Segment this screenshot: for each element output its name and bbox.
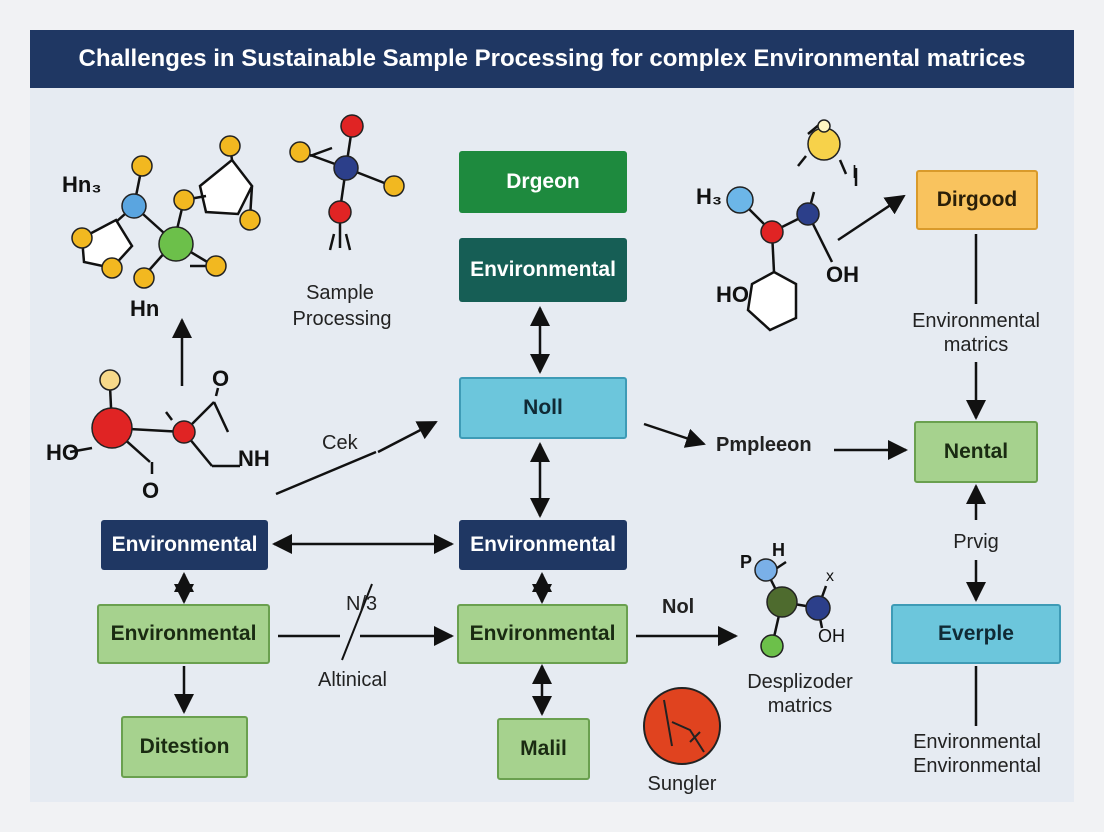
- label-nol: Nol: [662, 596, 695, 618]
- label-env-matrics-1: Environmental: [912, 310, 1040, 332]
- label-sungler: Sungler: [647, 773, 717, 795]
- label-pmpleeon: Pmpleeon: [716, 434, 812, 456]
- box-noll: Noll: [459, 377, 627, 439]
- label-cek: Cek: [322, 432, 358, 454]
- label-desplizoder-2: matrics: [767, 695, 833, 717]
- box-dirgood: Dirgood: [916, 170, 1038, 230]
- box-environmental-left-green: Environmental: [97, 604, 270, 664]
- label-prvig: Prvig: [953, 531, 999, 553]
- label-altinical: Altinical: [318, 669, 387, 691]
- chem-h-small: H: [772, 540, 785, 560]
- chem-h3: H₃: [696, 184, 723, 209]
- box-environmental-top: Environmental: [459, 238, 627, 302]
- diagram-title: Challenges in Sustainable Sample Process…: [78, 45, 1026, 72]
- label-env-matrics-2: matrics: [943, 334, 1009, 356]
- label-env-env-1: Environmental: [913, 731, 1041, 753]
- box-drgeon: Drgeon: [459, 151, 627, 213]
- box-environmental-center-green: Environmental: [457, 604, 628, 664]
- box-malil: Malil: [497, 718, 590, 780]
- chem-i-small: I: [852, 162, 858, 182]
- chem-o-top: O: [212, 366, 230, 391]
- chem-p-small: P: [740, 552, 753, 572]
- arrow-mol-dirgood: [837, 194, 906, 242]
- chem-nh: NH: [238, 446, 270, 471]
- sungler-disc: [643, 687, 721, 765]
- box-environmental-center: Environmental: [459, 520, 627, 570]
- n3-slash: [341, 583, 373, 661]
- chem-oh-right: OH: [826, 262, 859, 287]
- box-nental: Nental: [914, 421, 1038, 483]
- chem-hn-mid: Hn: [130, 296, 160, 321]
- title-bar: Challenges in Sustainable Sample Process…: [30, 30, 1074, 88]
- chem-x-small: x: [826, 568, 834, 585]
- molecule-top-left-atoms: [71, 135, 261, 289]
- label-env-env-2: Environmental: [913, 755, 1041, 777]
- box-environmental-left: Environmental: [101, 520, 268, 570]
- arrow-cek-2: [377, 420, 438, 454]
- chem-hn-top: Hn₃: [62, 172, 102, 197]
- molecule-sample: [301, 127, 393, 251]
- label-n3: N/3: [346, 593, 378, 615]
- label-processing: Processing: [292, 308, 392, 330]
- box-everple: Everple: [891, 604, 1061, 664]
- chem-ho-right: HO: [716, 282, 749, 307]
- chem-o-bottom: O: [142, 478, 160, 503]
- chem-oh-small: OH: [818, 626, 845, 646]
- box-ditestion: Ditestion: [121, 716, 248, 778]
- chem-ho-left: HO: [46, 440, 79, 465]
- label-desplizoder-1: Desplizoder: [747, 671, 853, 693]
- arrow-noll-pmpleeon: [643, 422, 706, 448]
- label-sample: Sample: [306, 282, 374, 304]
- molecule-top-right: [739, 123, 858, 332]
- arrow-cek: [275, 450, 377, 496]
